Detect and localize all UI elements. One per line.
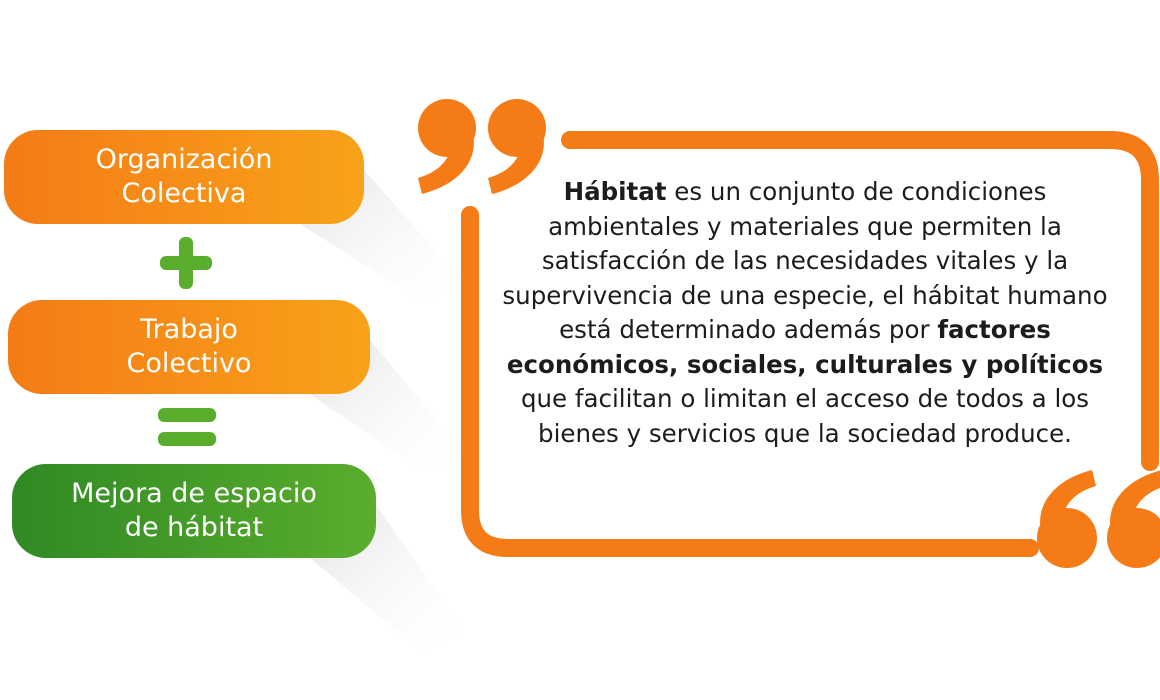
term-trabajo-colectivo: Trabajo Colectivo bbox=[8, 300, 370, 394]
term2-line2: Colectivo bbox=[126, 348, 252, 379]
open-quote-icon bbox=[418, 99, 546, 194]
habitat-definition: Hábitat es un conjunto de condiciones am… bbox=[500, 175, 1110, 451]
term-organizacion-colectiva: Organización Colectiva bbox=[4, 130, 364, 224]
quote-text-part2: que facilitan o limitan el acceso de tod… bbox=[520, 384, 1090, 448]
result-mejora-espacio-habitat: Mejora de espacio de hábitat bbox=[12, 464, 376, 558]
term1-line2: Colectiva bbox=[121, 178, 247, 209]
result-line1: Mejora de espacio bbox=[71, 478, 317, 509]
term2-line1: Trabajo bbox=[140, 314, 238, 345]
result-line2: de hábitat bbox=[124, 512, 264, 543]
close-quote-icon bbox=[1037, 470, 1160, 568]
term1-line1: Organización bbox=[95, 144, 273, 175]
quote-bold-habitat: Hábitat bbox=[563, 177, 667, 206]
quote-bold-factores: factores económicos, sociales, culturale… bbox=[506, 315, 1104, 379]
quote-text-part1: es un conjunto de condiciones ambientale… bbox=[502, 177, 1108, 344]
plus-icon bbox=[160, 237, 212, 289]
equals-icon bbox=[158, 408, 216, 446]
